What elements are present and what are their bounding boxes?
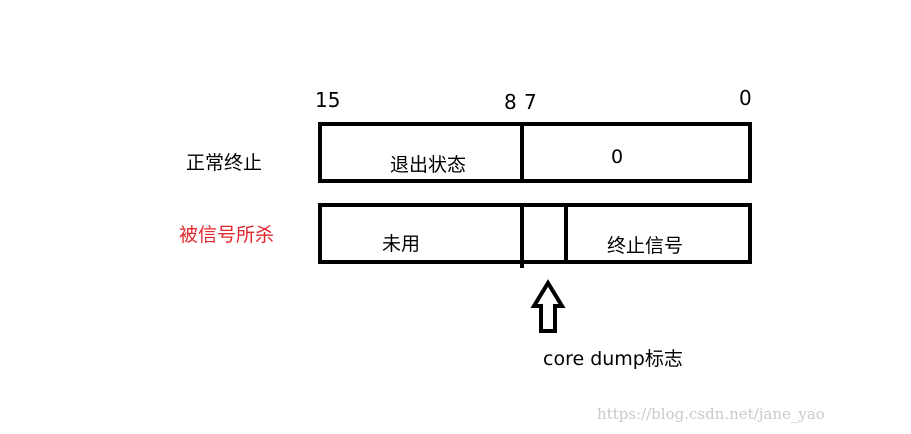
signal-row-box (318, 203, 752, 264)
normal-low-zero-cell: 0 (611, 146, 624, 168)
killed-by-signal-label: 被信号所杀 (179, 224, 275, 246)
termination-signal-cell: 终止信号 (607, 235, 684, 257)
core-dump-flag-label: core dump标志 (543, 348, 683, 370)
core-dump-arrow (530, 279, 566, 333)
bit-7-label: 7 (524, 90, 537, 114)
normal-row-box (318, 122, 752, 183)
normal-termination-label: 正常终止 (186, 152, 263, 174)
bit-0-label: 0 (739, 86, 752, 110)
exit-status-cell: 退出状态 (390, 154, 467, 176)
watermark-url: https://blog.csdn.net/jane_yao (597, 405, 825, 423)
bit-15-label: 15 (315, 88, 341, 112)
bit-8-label: 8 (504, 90, 517, 114)
unused-cell: 未用 (382, 233, 421, 255)
